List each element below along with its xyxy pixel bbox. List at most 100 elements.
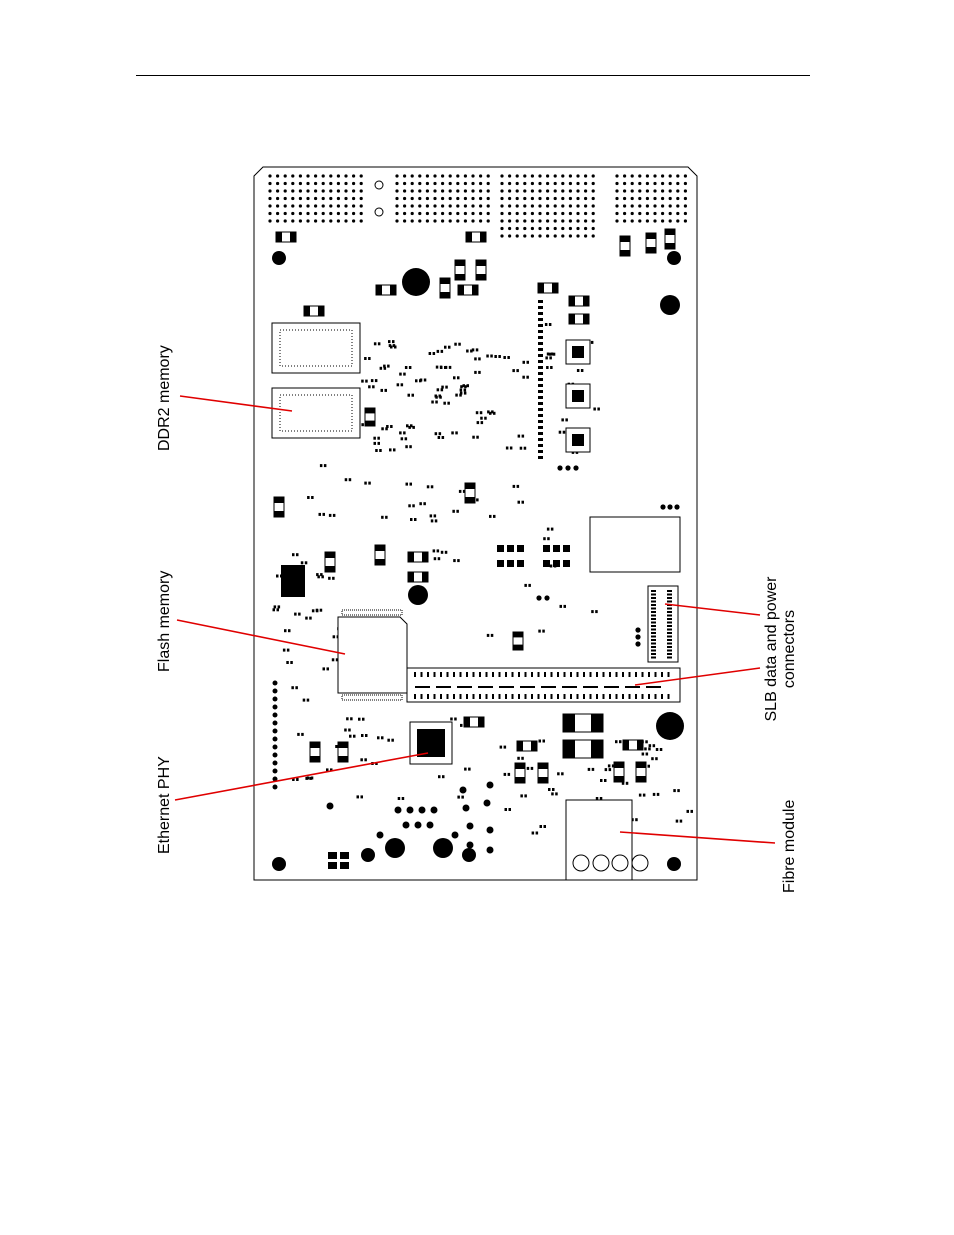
connector-key [478,686,493,688]
connector-pin [651,600,656,603]
header-pin [344,196,348,201]
resistor-pad [292,553,295,557]
resistor-pad [432,549,436,553]
connector-pin [440,694,442,699]
resistor-pad [499,745,503,749]
header-pin [653,189,657,193]
resistor-pad [451,431,454,435]
header-pin [515,189,519,193]
header-pin [268,219,272,223]
resistor-pad [306,698,310,702]
via [414,821,422,829]
capacitor-pad [515,777,525,783]
header-pin [515,174,519,178]
header-pin [456,174,460,178]
header-pin [418,204,422,208]
header-pin [576,234,580,238]
resistor-pad [441,436,445,439]
resistor-pad [479,411,483,415]
resistor-pad [419,379,422,383]
header-pin [403,219,407,223]
header-pin [568,211,573,216]
header-pin [441,174,445,178]
resistor-pad [493,411,496,415]
header-pin [683,211,688,216]
via [635,641,641,647]
resistor-pad [276,574,279,578]
resistor-pad [456,509,459,513]
resistor-pad [528,583,531,587]
resistor-pad [461,795,464,799]
capacitor-pad [646,233,656,239]
connector-pin [651,656,656,659]
resistor-pad [370,379,374,383]
resistor-pad [346,717,349,721]
header-pin [336,211,340,216]
resistor-pad [516,484,520,488]
capacitor-pad [515,763,525,769]
resistor-pad [380,388,383,392]
resistor-pad [516,369,519,373]
header-pin [471,181,475,186]
header-pin [630,174,634,178]
resistor-pad [472,435,475,439]
capacitor-pad [304,306,310,316]
header-pin [359,211,363,216]
via [272,728,278,734]
capacitor-pad [375,559,385,565]
header-pin [298,211,302,216]
connector-pin [414,672,416,677]
header-pin [683,196,688,201]
header-pin [433,181,437,186]
header-pin [314,204,318,208]
header-pin [463,211,467,216]
resistor-pad [415,379,418,383]
resistor-pad [526,375,529,379]
header-pin [441,196,445,201]
resistor-pad [321,575,324,579]
resistor-pad [604,779,607,782]
capacitor-pad [408,552,414,562]
header-pin [418,196,422,201]
header-pin [425,219,429,223]
connector-pin [420,694,423,699]
resistor-pad [350,717,353,721]
resistor-pad [277,605,281,609]
capacitor-pad [513,644,523,650]
resistor-pad [392,340,395,344]
header-pin [410,204,414,208]
connector-pin [479,694,481,699]
resistor-pad [326,667,329,671]
resistor-pad [659,748,663,751]
resistor-pad [557,772,560,776]
resistor-pad [390,425,393,428]
resistor-pad [419,502,422,506]
header-pin [268,181,272,186]
resistor-pad [546,527,550,531]
resistor-pad [558,430,562,434]
connector-key [562,686,577,688]
header-pin [463,189,467,193]
resistor-pad [412,504,415,508]
resistor-pad [323,464,327,468]
header-pin [336,181,340,186]
header-pin [561,219,565,223]
via [272,744,278,750]
header-pin [668,196,672,201]
via [326,802,334,810]
resistor-pad [677,789,680,793]
pad [328,852,337,859]
header-pin [298,204,302,208]
header-pin [456,211,460,216]
resistor-pad [538,312,543,315]
connector-pin [570,694,572,699]
mosfet-pad [543,545,550,552]
header-pin [676,174,680,178]
header-pin [479,189,483,193]
connector-pin [557,694,559,699]
resistor-pad [538,426,543,429]
capacitor-pad [458,285,464,295]
connector-pin [667,656,672,659]
connector-pin [414,694,416,699]
connector-pin [576,694,579,699]
